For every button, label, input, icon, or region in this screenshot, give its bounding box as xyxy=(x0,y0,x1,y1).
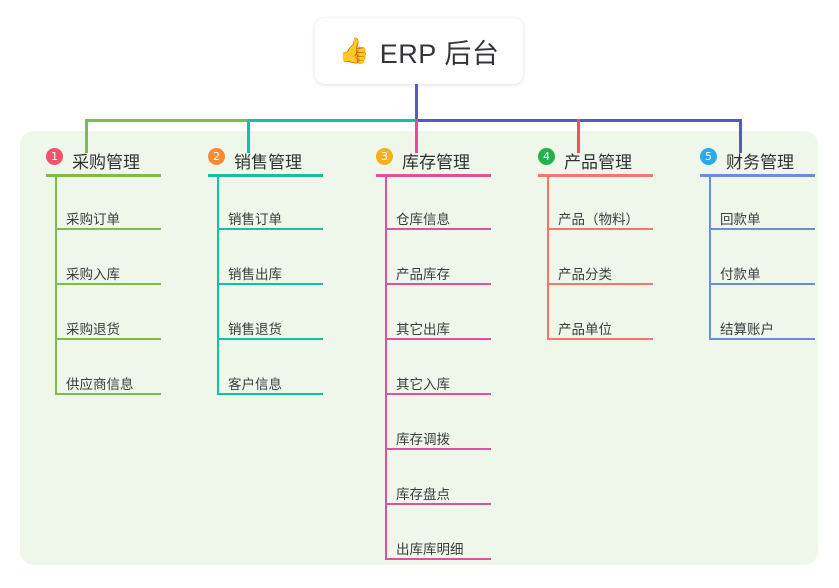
leaf-item-label[interactable]: 销售订单 xyxy=(228,212,282,227)
leaf-item-label[interactable]: 结算账户 xyxy=(720,322,774,337)
leaf-item-label[interactable]: 客户信息 xyxy=(228,377,282,392)
column-header-3[interactable]: 3 库存管理 xyxy=(358,143,508,177)
diagram-panel xyxy=(20,131,818,565)
leaf-item-rule xyxy=(56,393,161,395)
leaf-item-rule xyxy=(56,228,161,230)
branch-column-5: 5 财务管理回款单付款单结算账户 xyxy=(682,143,832,340)
column-spine-4 xyxy=(547,177,549,340)
column-badge-1: 1 xyxy=(46,148,63,165)
branch-column-1: 1 采购管理采购订单采购入库采购退货供应商信息 xyxy=(28,143,178,395)
column-header-rule-5 xyxy=(700,174,815,177)
column-header-4[interactable]: 4 产品管理 xyxy=(520,143,670,177)
leaf-item-label[interactable]: 出库库明细 xyxy=(396,542,464,557)
leaf-item-rule xyxy=(386,228,491,230)
column-spine-2 xyxy=(217,177,219,395)
leaf-item-rule xyxy=(56,283,161,285)
leaf-item-label[interactable]: 产品（物料） xyxy=(558,212,639,227)
column-stub-3 xyxy=(415,119,418,153)
leaf-item-label[interactable]: 仓库信息 xyxy=(396,212,450,227)
leaf-item-rule xyxy=(386,503,491,505)
leaf-item-rule xyxy=(386,283,491,285)
column-spine-1 xyxy=(55,177,57,395)
leaf-item-label[interactable]: 供应商信息 xyxy=(66,377,134,392)
column-header-1[interactable]: 1 采购管理 xyxy=(28,143,178,177)
leaf-item-rule xyxy=(218,283,323,285)
column-title-4: 产品管理 xyxy=(564,152,632,172)
column-stub-2 xyxy=(247,119,250,153)
column-badge-4: 4 xyxy=(538,148,555,165)
column-spine-3 xyxy=(385,177,387,560)
leaf-item-rule xyxy=(386,393,491,395)
leaf-item-rule xyxy=(56,338,161,340)
leaf-item-label[interactable]: 库存盘点 xyxy=(396,487,450,502)
column-header-2[interactable]: 2 销售管理 xyxy=(190,143,340,177)
root-node[interactable]: 👍 ERP 后台 xyxy=(315,18,523,84)
column-badge-5: 5 xyxy=(700,148,717,165)
column-badge-2: 2 xyxy=(208,148,225,165)
leaf-item-label[interactable]: 付款单 xyxy=(720,267,761,282)
column-title-5: 财务管理 xyxy=(726,152,794,172)
column-title-2: 销售管理 xyxy=(234,152,302,172)
column-header-rule-4 xyxy=(538,174,653,177)
branch-column-2: 2 销售管理销售订单销售出库销售退货客户信息 xyxy=(190,143,340,395)
column-header-5[interactable]: 5 财务管理 xyxy=(682,143,832,177)
leaf-item-label[interactable]: 采购订单 xyxy=(66,212,120,227)
leaf-item-label[interactable]: 其它出库 xyxy=(396,322,450,337)
leaf-item-label[interactable]: 销售出库 xyxy=(228,267,282,282)
branch-column-4: 4 产品管理产品（物料） 产品分类产品单位 xyxy=(520,143,670,340)
leaf-item-rule xyxy=(548,338,653,340)
leaf-item-label[interactable]: 库存调拨 xyxy=(396,432,450,447)
column-header-rule-2 xyxy=(208,174,323,177)
leaf-item-label[interactable]: 销售退货 xyxy=(228,322,282,337)
leaf-item-label[interactable]: 产品库存 xyxy=(396,267,450,282)
leaf-item-rule xyxy=(710,338,815,340)
leaf-item-label[interactable]: 采购退货 xyxy=(66,322,120,337)
leaf-item-rule xyxy=(548,228,653,230)
column-spine-5 xyxy=(709,177,711,340)
root-node-title: ERP 后台 xyxy=(379,38,500,69)
column-header-rule-3 xyxy=(376,174,491,177)
leaf-item-rule xyxy=(710,228,815,230)
leaf-item-rule xyxy=(218,338,323,340)
root-drop-line xyxy=(415,84,418,119)
leaf-item-label[interactable]: 产品分类 xyxy=(558,267,612,282)
leaf-item-rule xyxy=(218,393,323,395)
leaf-item-rule xyxy=(386,448,491,450)
column-stub-1 xyxy=(85,119,88,153)
leaf-item-label[interactable]: 采购入库 xyxy=(66,267,120,282)
leaf-item-label[interactable]: 其它入库 xyxy=(396,377,450,392)
column-stub-4 xyxy=(577,119,580,153)
leaf-item-rule xyxy=(386,558,491,560)
branch-column-3: 3 库存管理仓库信息产品库存其它出库其它入库库存调拨库存盘点出库库明细 xyxy=(358,143,508,560)
column-stub-5 xyxy=(739,119,742,153)
column-title-1: 采购管理 xyxy=(72,152,140,172)
leaf-item-rule xyxy=(218,228,323,230)
column-badge-3: 3 xyxy=(376,148,393,165)
thumbs-up-icon: 👍 xyxy=(338,36,370,65)
bus-segment-teal xyxy=(247,119,418,122)
leaf-item-rule xyxy=(710,283,815,285)
bus-segment-green xyxy=(85,119,250,122)
column-header-rule-1 xyxy=(46,174,161,177)
leaf-item-rule xyxy=(386,338,491,340)
column-title-3: 库存管理 xyxy=(402,152,470,172)
leaf-item-label[interactable]: 产品单位 xyxy=(558,322,612,337)
leaf-item-rule xyxy=(548,283,653,285)
leaf-item-label[interactable]: 回款单 xyxy=(720,212,761,227)
